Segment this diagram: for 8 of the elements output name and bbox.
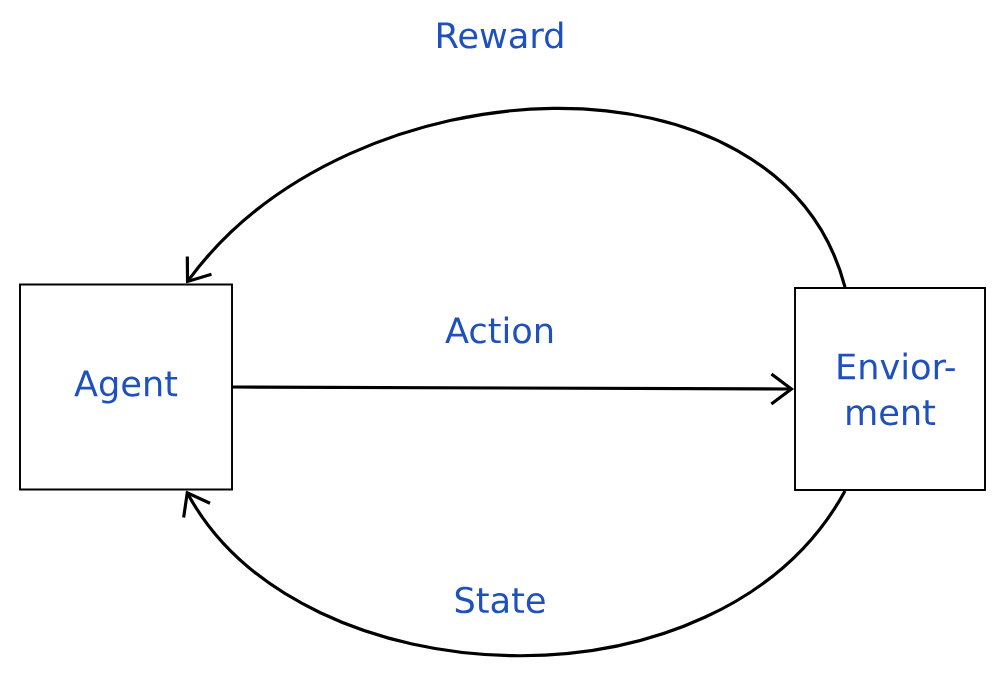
edge-label: Action (441, 312, 559, 348)
edge-label: Reward (431, 17, 569, 53)
box: Envior-ment (794, 287, 986, 491)
box: Agent (19, 283, 233, 491)
arrow (185, 107, 847, 288)
edge-label: State (450, 583, 551, 617)
arrow (182, 490, 847, 658)
arrow (232, 372, 795, 406)
